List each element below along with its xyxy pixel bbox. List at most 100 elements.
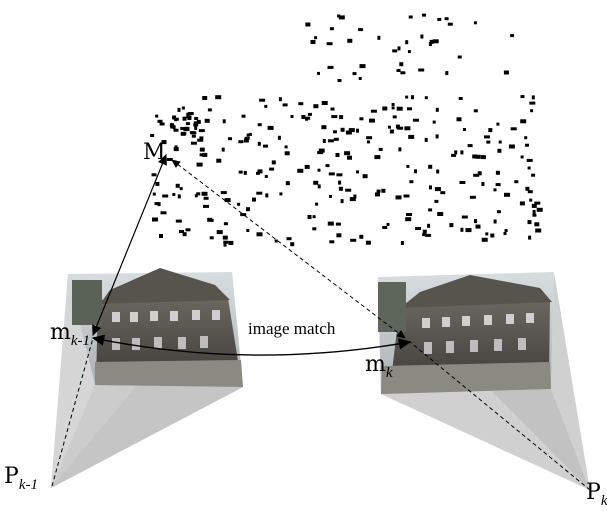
cloud-point — [222, 148, 225, 152]
cloud-point — [454, 150, 457, 154]
cloud-point — [308, 215, 312, 219]
cloud-point — [347, 39, 352, 43]
cloud-point — [322, 101, 328, 105]
cloud-point — [481, 182, 484, 186]
cloud-point — [392, 103, 395, 106]
cloud-point — [217, 230, 223, 234]
cloud-point — [224, 222, 228, 225]
cloud-point — [246, 229, 249, 232]
cloud-point — [174, 147, 179, 151]
cloud-point — [527, 159, 533, 162]
image-point-label-curr: mk — [365, 354, 393, 376]
cloud-point — [521, 95, 525, 98]
cloud-point — [298, 102, 303, 105]
cloud-point — [458, 56, 462, 59]
cloud-point — [499, 141, 502, 144]
cloud-point — [497, 210, 501, 213]
cloud-point — [174, 129, 179, 132]
cloud-point — [420, 35, 423, 39]
cloud-point — [531, 174, 535, 177]
cloud-point — [317, 72, 320, 75]
cloud-point — [405, 96, 408, 99]
cloud-point — [411, 95, 414, 99]
cloud-point — [278, 136, 281, 140]
cloud-point — [433, 121, 436, 124]
cloud-point — [162, 195, 168, 198]
cloud-point — [397, 107, 403, 111]
cloud-point — [405, 217, 411, 221]
cloud-point — [239, 171, 243, 174]
cloud-point — [161, 211, 167, 214]
cloud-point — [422, 14, 426, 17]
cloud-point — [339, 115, 343, 119]
cloud-point — [398, 147, 401, 151]
cloud-point — [258, 123, 262, 126]
cloud-point — [323, 139, 326, 143]
cloud-point — [305, 23, 310, 27]
cloud-point — [449, 223, 453, 227]
cloud-point — [338, 79, 342, 82]
cloud-point — [247, 134, 250, 137]
cloud-point — [155, 182, 159, 186]
cloud-point — [359, 117, 363, 120]
cloud-point — [283, 103, 288, 106]
cloud-point — [534, 222, 539, 226]
cloud-point — [425, 138, 428, 142]
cloud-point — [326, 164, 330, 167]
cloud-point — [496, 171, 500, 175]
image-plane-curr — [378, 272, 554, 394]
cloud-point — [366, 241, 371, 245]
cloud-point — [191, 142, 197, 145]
image-plane-prev — [68, 268, 243, 387]
cloud-point — [463, 128, 466, 131]
cloud-point — [504, 193, 510, 197]
cloud-point — [405, 40, 408, 44]
cloud-point — [414, 169, 417, 173]
cloud-point — [264, 105, 267, 108]
cloud-point — [291, 115, 294, 118]
cloud-point — [305, 165, 310, 169]
cloud-point — [328, 66, 334, 69]
cloud-point — [532, 95, 535, 99]
cloud-point — [350, 239, 356, 242]
cloud-point — [388, 126, 391, 129]
cloud-point — [528, 167, 531, 170]
cloud-point — [173, 125, 176, 129]
cloud-point — [398, 46, 401, 50]
cloud-point — [406, 213, 412, 216]
cloud-point — [474, 21, 477, 24]
cloud-point — [265, 193, 268, 197]
image-match-label: image match — [248, 320, 335, 337]
cloud-point — [393, 115, 397, 118]
cloud-point — [223, 241, 228, 244]
cloud-point — [290, 242, 294, 246]
cloud-point — [428, 165, 432, 169]
cloud-point — [337, 15, 340, 18]
cloud-point — [315, 203, 318, 206]
cloud-point — [155, 115, 158, 118]
cloud-point — [478, 171, 482, 175]
cloud-point — [474, 219, 477, 223]
cloud-point — [374, 155, 380, 159]
cloud-point — [409, 180, 413, 183]
cloud-point — [313, 104, 318, 108]
cloud-point — [176, 220, 182, 223]
cloud-point — [153, 193, 156, 196]
cloud-point — [336, 233, 341, 237]
cloud-point — [305, 117, 310, 120]
cloud-point — [397, 69, 401, 72]
cloud-point — [451, 154, 456, 157]
cloud-point — [459, 97, 463, 100]
cloud-point — [356, 129, 359, 133]
cloud-point — [429, 42, 432, 46]
cloud-point — [195, 194, 198, 197]
cloud-point — [180, 127, 185, 130]
cloud-point — [180, 187, 183, 190]
cloud-point — [152, 218, 158, 222]
cloud-point — [460, 150, 463, 154]
cloud-point — [482, 238, 488, 242]
cloud-point — [494, 188, 497, 191]
cloud-point — [445, 71, 448, 75]
cloud-point — [328, 139, 334, 142]
cloud-point — [425, 234, 431, 237]
